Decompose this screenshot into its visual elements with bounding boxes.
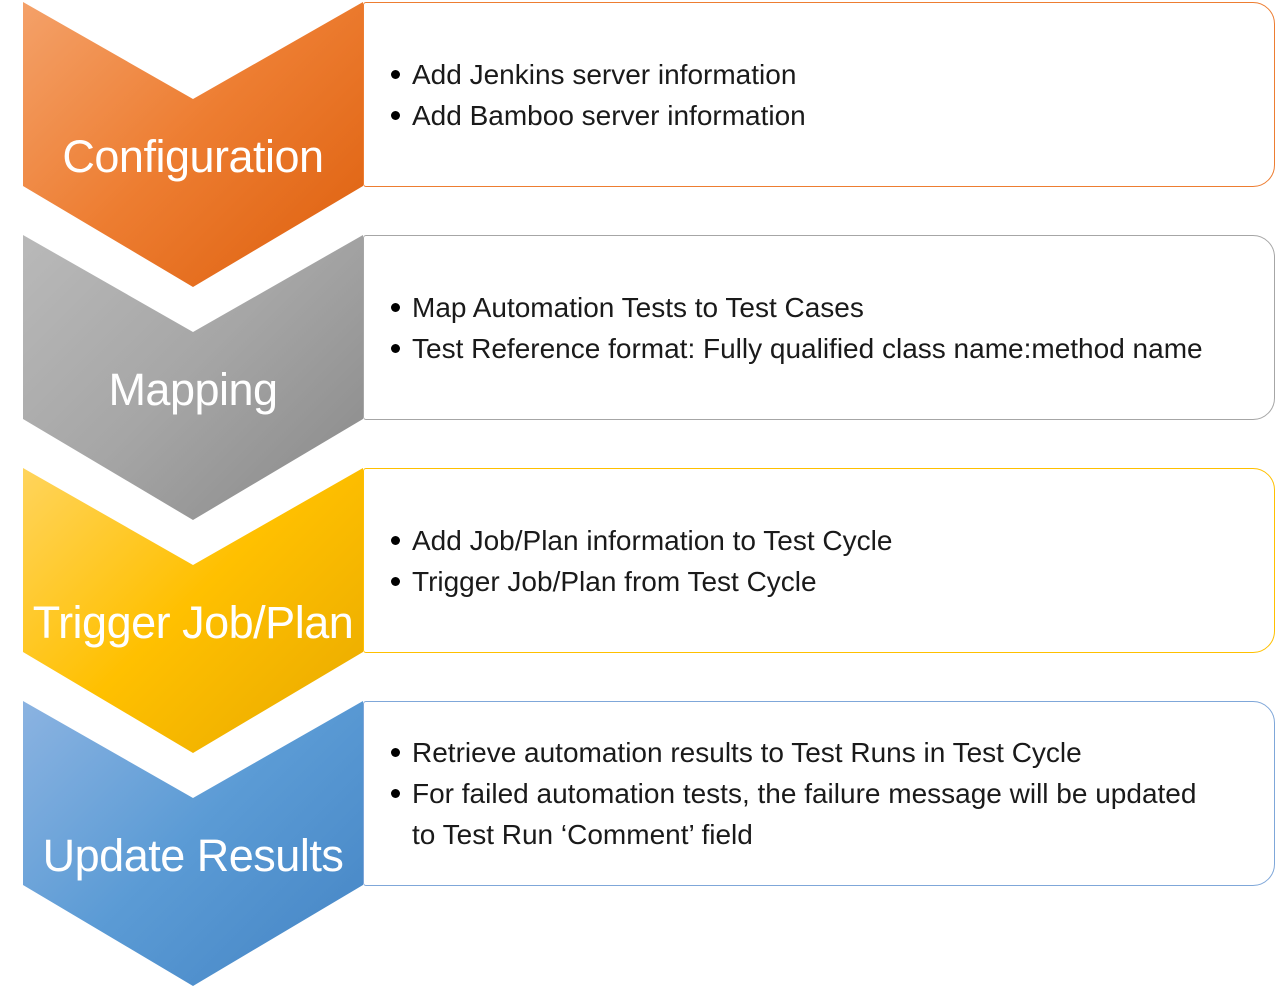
chevron-label-trigger-job-plan: Trigger Job/Plan [32,597,354,648]
detail-box-configuration: Add Jenkins server information Add Bambo… [363,2,1275,187]
bullet-item: For failed automation tests, the failure… [390,773,1212,855]
bullet-item: Retrieve automation results to Test Runs… [390,732,1212,773]
detail-box-mapping: Map Automation Tests to Test Cases Test … [363,235,1275,420]
bullet-list: Add Job/Plan information to Test Cycle T… [364,520,932,602]
bullet-item: Map Automation Tests to Test Cases [390,287,1203,328]
bullet-list: Retrieve automation results to Test Runs… [364,732,1252,855]
chevron-label-configuration: Configuration [62,131,324,182]
detail-box-trigger-job-plan: Add Job/Plan information to Test Cycle T… [363,468,1275,653]
bullet-list: Map Automation Tests to Test Cases Test … [364,287,1243,369]
chevron-label-update-results: Update Results [42,830,344,881]
bullet-item: Add Jenkins server information [390,54,806,95]
chevron-label-mapping: Mapping [108,364,278,415]
step-row-configuration: Configuration Add Jenkins server informa… [0,2,1278,292]
bullet-item: Test Reference format: Fully qualified c… [390,328,1203,369]
step-row-trigger-job-plan: Trigger Job/Plan Add Job/Plan informatio… [0,468,1278,758]
bullet-item: Trigger Job/Plan from Test Cycle [390,561,892,602]
bullet-list: Add Jenkins server information Add Bambo… [364,54,846,136]
bullet-item: Add Bamboo server information [390,95,806,136]
detail-box-update-results: Retrieve automation results to Test Runs… [363,701,1275,886]
bullet-item: Add Job/Plan information to Test Cycle [390,520,892,561]
